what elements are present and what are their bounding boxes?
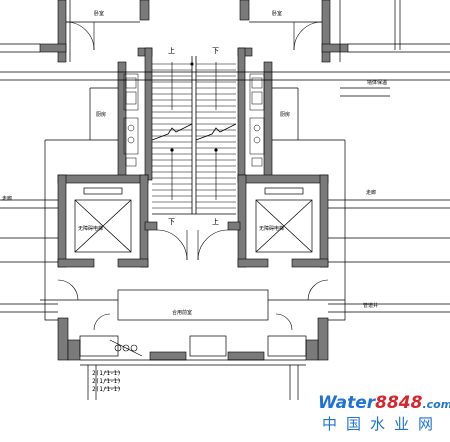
room-label-bedroom-left: 卧室 [94, 11, 105, 17]
watermark-logo: Water8848.com 中国水业网 [318, 393, 450, 439]
axis-markers [104, 371, 120, 389]
watermark-water: Water [318, 393, 376, 413]
stair-label-down-right: 下 [212, 47, 219, 55]
room-label-bedroom-right: 卧室 [272, 11, 283, 17]
corridor-label-left: 走廊 [2, 196, 13, 202]
stair-label-up-mid: 上 [212, 218, 219, 226]
fire-equipment [109, 339, 143, 357]
room-label-kitchen-left: 厨房 [96, 112, 107, 118]
door-swings [57, 21, 329, 331]
watermark-8848: 8848 [375, 393, 423, 413]
stair-label-down-mid: 下 [168, 218, 175, 226]
note-label-wall: 墙体保温 [367, 80, 388, 86]
stair-arrows [170, 62, 218, 200]
walls [39, 0, 349, 361]
room-label-equipment: 管道井 [363, 303, 379, 309]
stair-railings [151, 56, 237, 215]
room-label-kitchen-right: 厨房 [280, 112, 291, 118]
elevator-label-left: 无障碍电梯 [78, 226, 104, 232]
watermark-chinese: 中国水业网 [322, 415, 443, 433]
room-label-lobby: 合用前室 [172, 310, 193, 316]
watermark-com: .com [422, 398, 450, 411]
elevator-label-right: 无障碍电梯 [259, 226, 285, 232]
axis-label-1: 2(1/1-1) [92, 370, 121, 377]
kitchen-fixtures [123, 73, 265, 167]
elevator-cars [74, 187, 313, 253]
axis-label-3: 2(1/1-1) [92, 386, 121, 393]
corridor-label-right: 走廊 [366, 190, 377, 196]
axis-label-2: 2(1/1-1) [92, 378, 121, 385]
stair-label-up-left: 上 [168, 47, 175, 55]
linework [0, 0, 450, 400]
watermark-url: Water8848.com [318, 393, 450, 415]
